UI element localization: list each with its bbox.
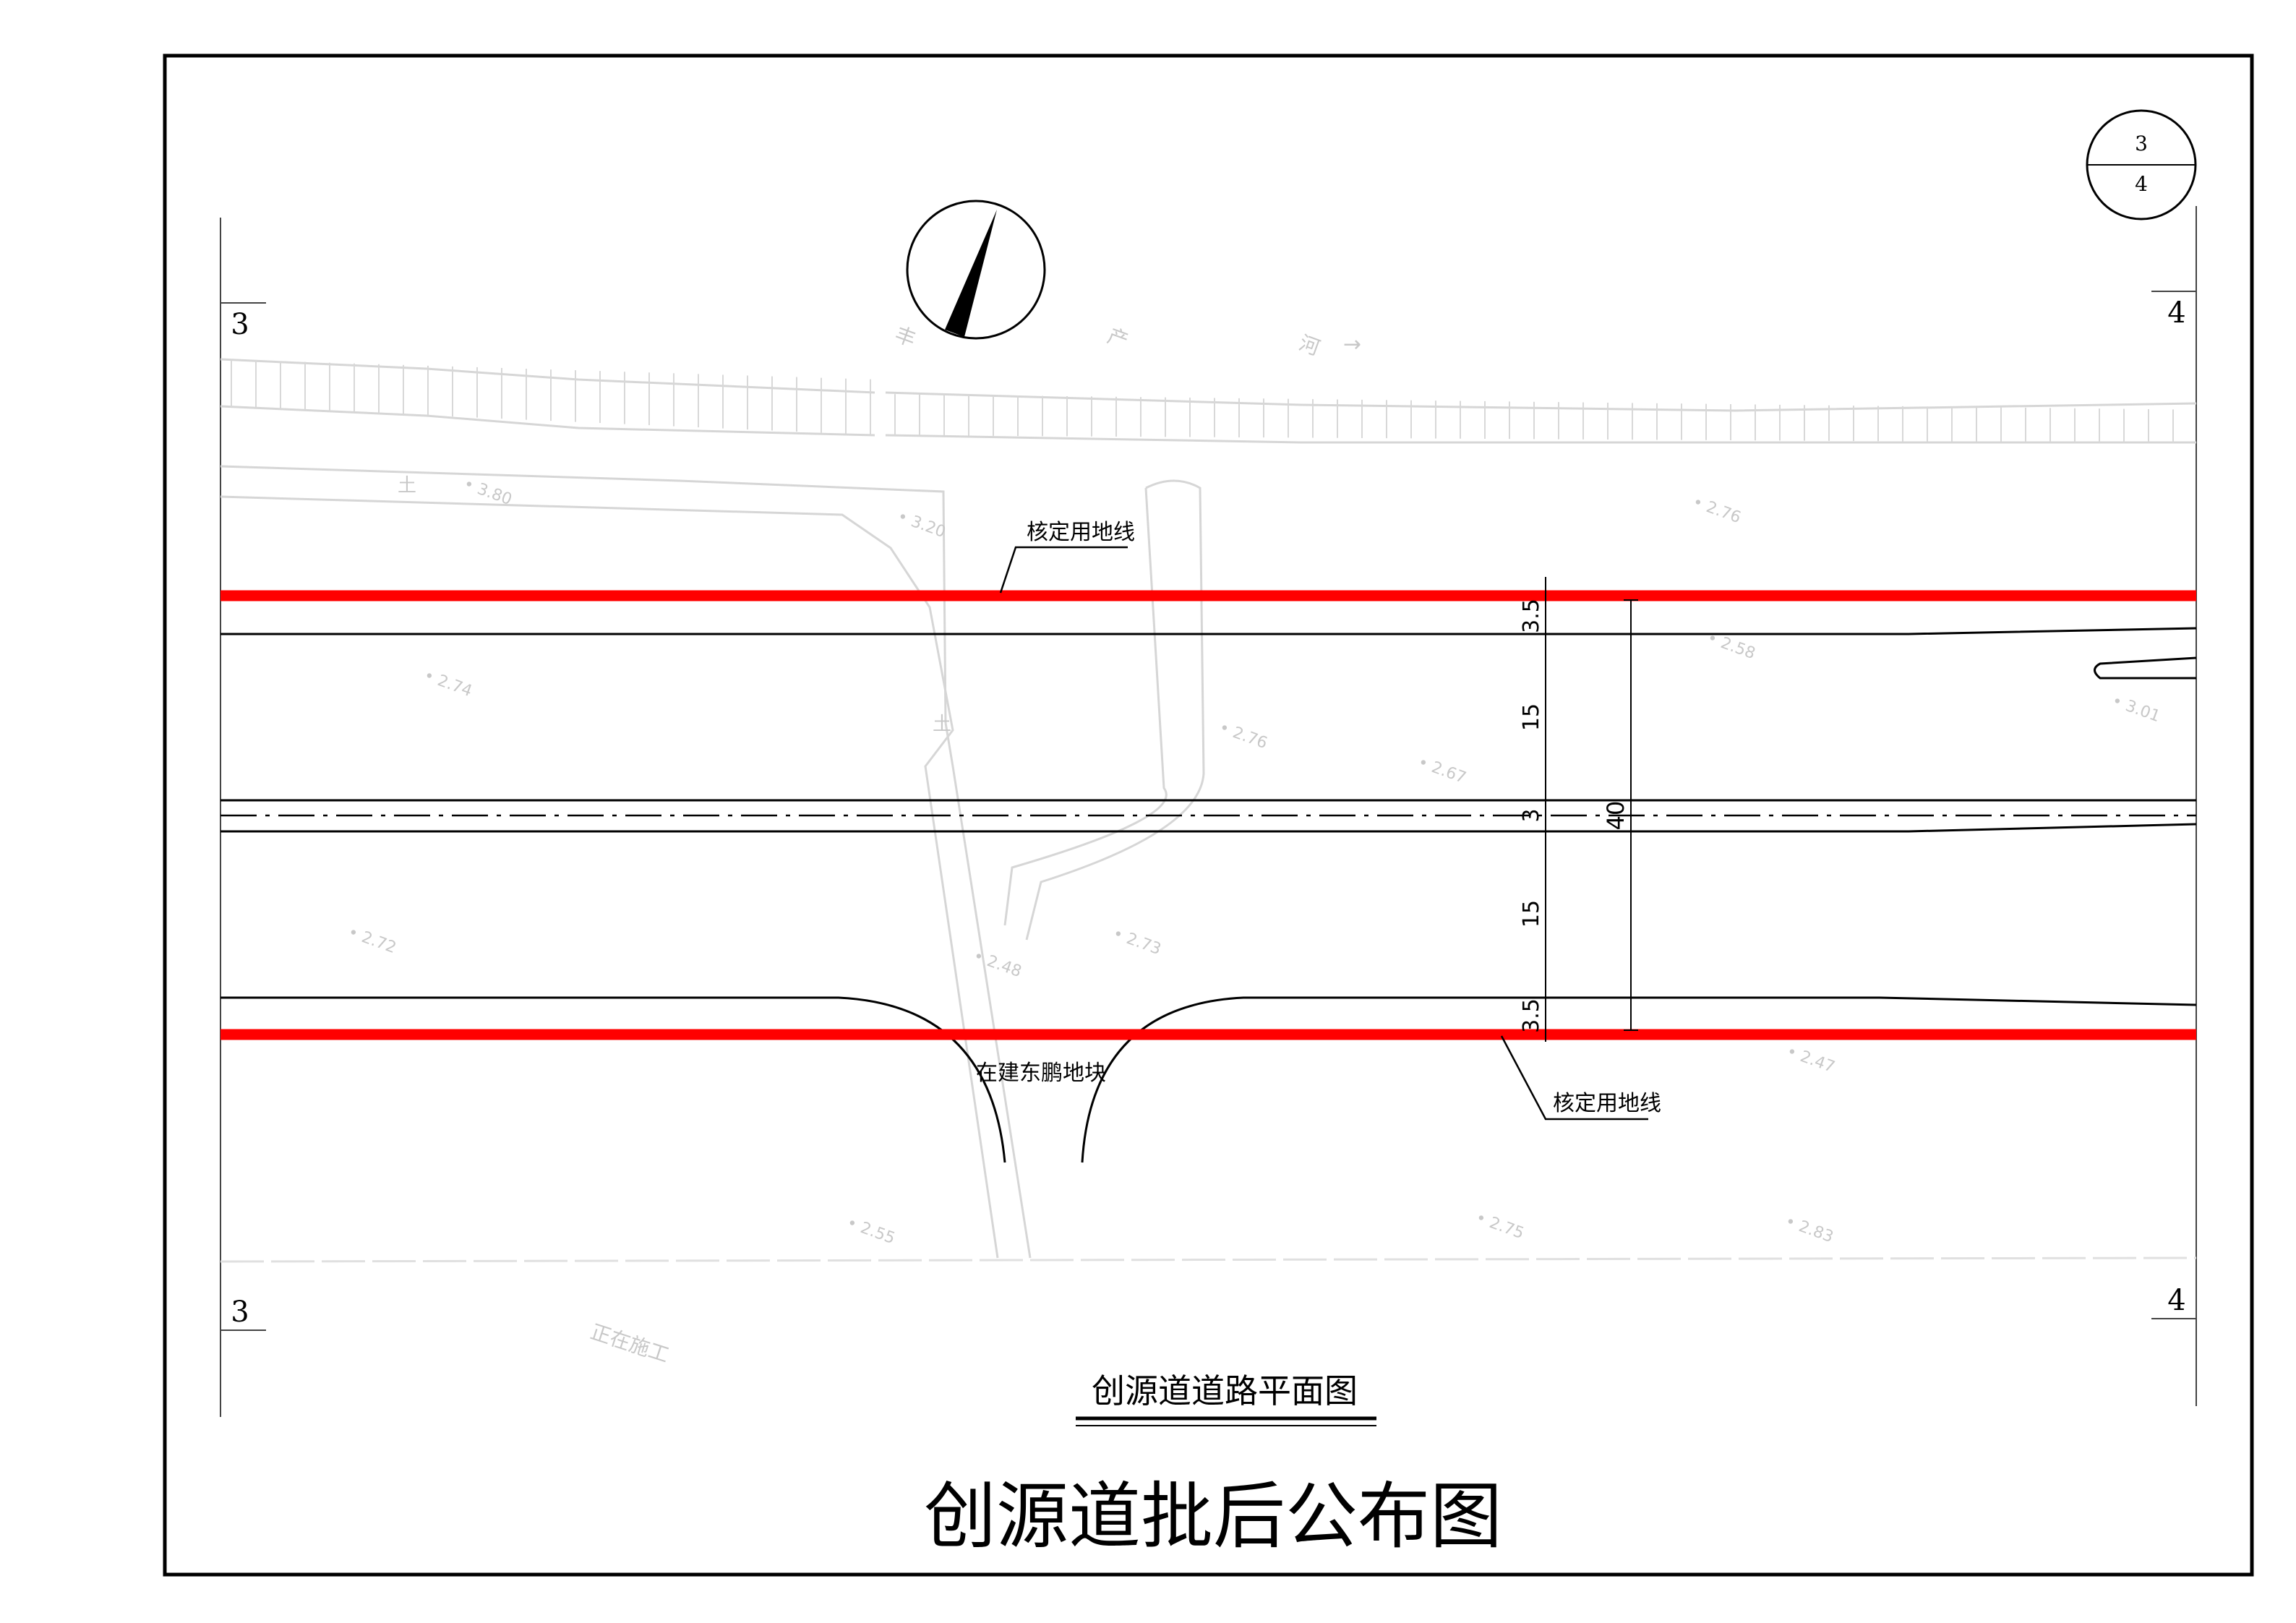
- land-line-label-bottom: 核定用地线: [1553, 1091, 1661, 1116]
- section-mark-left-bottom: 3: [231, 1296, 249, 1329]
- elevation-label: • 2.83: [1783, 1212, 1835, 1246]
- existing-features: [220, 465, 2197, 1263]
- elevation-label: • 3.20: [895, 508, 948, 541]
- sheet-index-circle: 3 4: [2086, 109, 2197, 220]
- plot-label: 在建东鹏地块: [976, 1061, 1106, 1086]
- under-construction-label: 正在施工: [588, 1319, 672, 1367]
- river-label-3: 河: [1296, 331, 1324, 361]
- river-label-1: 丰: [892, 322, 920, 352]
- dimension-3-median: 3: [1519, 808, 1544, 822]
- section-mark-right-top: 4: [2167, 296, 2185, 330]
- drawing-frame: [163, 53, 2254, 1577]
- elevation-label: • 2.76: [1217, 719, 1269, 753]
- main-title: 创源道批后公布图: [924, 1474, 1502, 1559]
- elevation-label: • 3.01: [2109, 692, 2162, 726]
- sheet-number-top: 3: [2135, 132, 2148, 155]
- elevation-label: • 2.74: [421, 667, 474, 701]
- elevation-label: • 2.67: [1415, 753, 1468, 787]
- land-line-label-top: 核定用地线: [1027, 520, 1135, 545]
- elevation-label: • 2.55: [844, 1214, 897, 1248]
- dimension-total-40: 40: [1602, 801, 1629, 831]
- river-flow-arrow-icon: →: [1343, 332, 1361, 357]
- section-mark-left-top: 3: [231, 308, 249, 341]
- plan-title: 创源道道路平面图: [1092, 1371, 1358, 1410]
- leader-line: [1500, 1035, 1648, 1121]
- dimension-lines: [1545, 577, 1638, 1042]
- dimension-3.5-top: 3.5: [1519, 599, 1544, 633]
- river-bank: [220, 358, 2197, 444]
- north-arrow-icon: [906, 200, 1046, 340]
- section-mark-right-bottom: 4: [2167, 1284, 2185, 1317]
- sheet-number-bottom: 4: [2135, 172, 2148, 196]
- elevation-label: • 2.47: [1784, 1042, 1837, 1076]
- dimension-15-bottom: 15: [1519, 900, 1544, 928]
- elevation-label: • 2.72: [346, 923, 398, 957]
- soil-label: 土: [398, 475, 416, 497]
- dimension-3.5-bottom: 3.5: [1519, 998, 1544, 1033]
- dimension-15-top: 15: [1519, 703, 1544, 731]
- road-lines: [220, 627, 2197, 1163]
- elevation-label: • 2.48: [971, 947, 1024, 981]
- elevation-label: • 2.75: [1473, 1209, 1526, 1243]
- soil-label: 土: [933, 714, 951, 735]
- elevation-label: • 2.73: [1110, 925, 1163, 959]
- leader-line: [999, 546, 1128, 594]
- river-label-2: 产: [1105, 324, 1132, 354]
- elevation-label: • 2.76: [1690, 493, 1743, 527]
